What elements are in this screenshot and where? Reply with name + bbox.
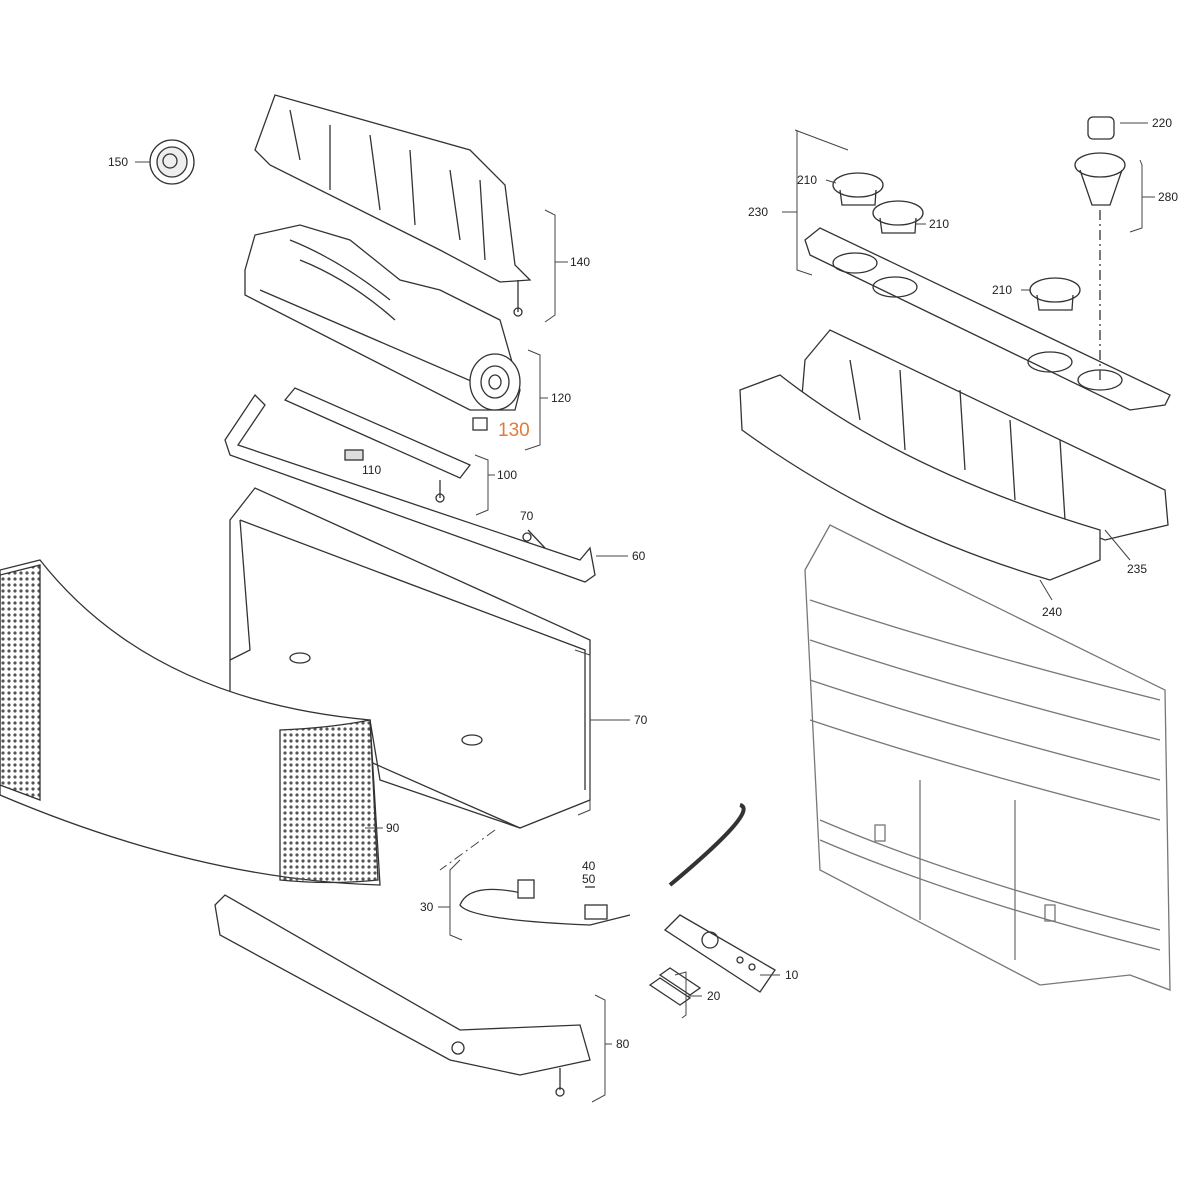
part-70-inner-panel	[229, 487, 591, 829]
heater-housing	[804, 524, 1171, 991]
label-90: 90	[386, 821, 400, 835]
part-100-control-board	[283, 387, 472, 503]
label-210-b: 210	[929, 217, 950, 231]
part-80-bottom-rail	[214, 894, 591, 1097]
label-210-a: 210	[797, 173, 818, 187]
part-10-remote	[663, 914, 776, 993]
label-100: 100	[497, 468, 518, 482]
label-150: 150	[108, 155, 129, 169]
part-120-log-set	[244, 224, 521, 431]
label-30: 30	[420, 900, 434, 914]
label-40: 40	[582, 859, 596, 873]
label-10: 10	[785, 968, 799, 982]
label-70-screw: 70	[520, 509, 534, 523]
part-30-cable	[459, 803, 746, 926]
label-110: 110	[362, 463, 382, 477]
label-130-highlighted: 130	[498, 420, 530, 441]
label-70-panel: 70	[634, 713, 648, 727]
leader-lines	[135, 122, 1155, 1103]
part-210-caps	[832, 172, 1081, 311]
label-210-c: 210	[992, 283, 1013, 297]
label-220: 220	[1152, 116, 1173, 130]
label-140: 140	[570, 255, 591, 269]
part-140-bracket	[254, 94, 532, 317]
label-60: 60	[632, 549, 646, 563]
label-280: 280	[1158, 190, 1179, 204]
part-150-knob	[149, 139, 195, 185]
part-230-top-cover	[804, 227, 1171, 411]
label-50: 50	[582, 872, 596, 886]
part-20-batteries	[648, 967, 702, 1006]
part-90-mesh-screen	[0, 559, 381, 886]
part-220-280-knob	[1074, 116, 1126, 380]
label-235: 235	[1127, 562, 1148, 576]
label-240: 240	[1042, 605, 1063, 619]
label-80: 80	[616, 1037, 630, 1051]
part-240-front-trim	[739, 374, 1101, 581]
label-230: 230	[748, 205, 769, 219]
part-60-top-rail	[224, 393, 596, 583]
label-120: 120	[551, 391, 572, 405]
label-20: 20	[707, 989, 721, 1003]
